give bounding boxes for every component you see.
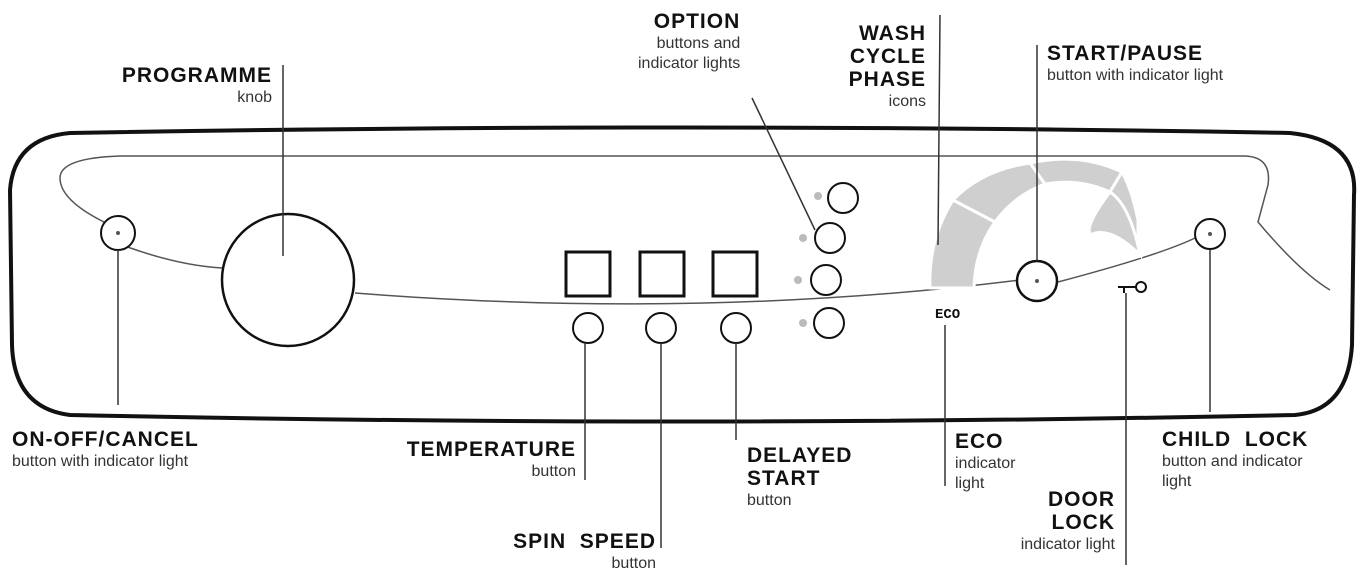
start-pause-indicator-light bbox=[1035, 279, 1039, 283]
spin-speed-label: SPIN SPEED button bbox=[513, 530, 656, 573]
delayed-start-button[interactable] bbox=[720, 312, 752, 344]
option-led-2 bbox=[799, 234, 807, 242]
panel-outline bbox=[7, 125, 1357, 424]
start-pause-label: START/PAUSE button with indicator light bbox=[1047, 42, 1224, 85]
panel-inner-bezel bbox=[59, 155, 1331, 291]
wash-cycle-phase-arc bbox=[928, 157, 1143, 290]
option-button-4[interactable] bbox=[813, 307, 845, 339]
programme-knob[interactable] bbox=[220, 212, 356, 348]
on-off-indicator-light bbox=[116, 231, 120, 235]
leader-lines bbox=[117, 14, 1211, 565]
option-button-3[interactable] bbox=[810, 264, 842, 296]
eco-panel-text: ECO bbox=[935, 307, 960, 323]
child-lock-indicator-light bbox=[1208, 232, 1212, 236]
option-led-1 bbox=[814, 192, 822, 200]
door-lock-label: DOOR LOCK indicator light bbox=[1020, 488, 1115, 554]
key-icon bbox=[1118, 281, 1147, 293]
programme-label: PROGRAMME knob bbox=[121, 64, 272, 107]
child-lock-label: CHILD LOCK button and indicator light bbox=[1162, 428, 1309, 490]
phase-segment-3 bbox=[1027, 157, 1125, 194]
on-off-cancel-label: ON-OFF/CANCEL button with indicator ligh… bbox=[12, 428, 199, 471]
option-button-2[interactable] bbox=[814, 222, 846, 254]
option-led-4 bbox=[799, 319, 807, 327]
temperature-button[interactable] bbox=[572, 312, 604, 344]
option-button-1[interactable] bbox=[827, 182, 859, 214]
spin-speed-display bbox=[638, 250, 686, 298]
leader-option bbox=[751, 97, 816, 231]
wash-cycle-phase-label: WASH CYCLE PHASE icons bbox=[848, 22, 926, 111]
spin-speed-button[interactable] bbox=[645, 312, 677, 344]
option-led-3 bbox=[794, 276, 802, 284]
temperature-label: TEMPERATURE button bbox=[406, 438, 576, 481]
temperature-display bbox=[564, 250, 612, 298]
eco-label: ECO indicator light bbox=[955, 430, 1016, 492]
leader-wash-phase bbox=[937, 14, 941, 246]
option-label: OPTION buttons and indicator lights bbox=[638, 10, 741, 72]
delayed-start-label: DELAYED START button bbox=[747, 444, 853, 510]
delayed-start-display bbox=[711, 250, 759, 298]
phase-segment-5 bbox=[1087, 189, 1143, 260]
